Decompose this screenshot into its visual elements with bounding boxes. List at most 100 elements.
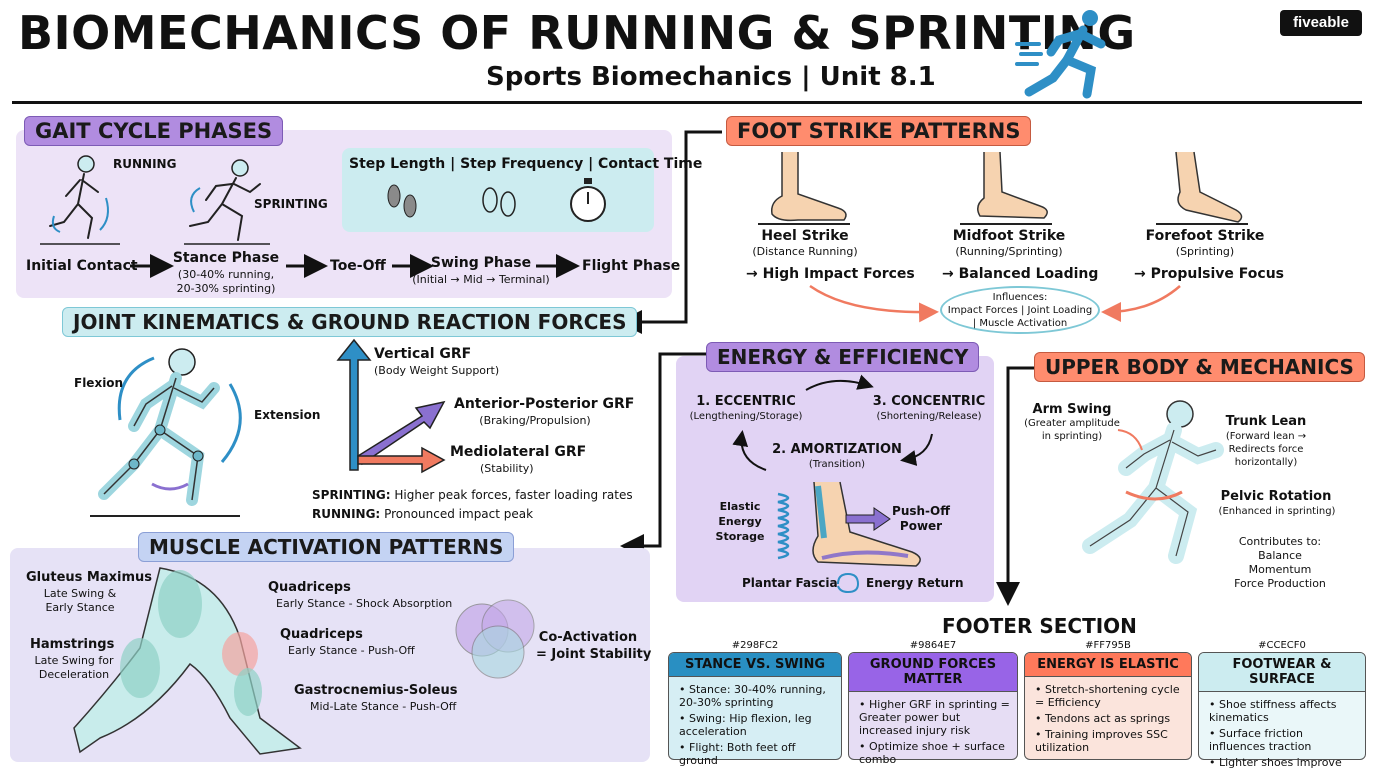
extension-label: Extension — [254, 408, 321, 422]
footer-card-4-hex: #CCECF0 — [1258, 640, 1306, 651]
footer-card-1-title: STANCE VS. SWING — [669, 653, 841, 677]
trunk-lean-label: Trunk Lean — [1225, 414, 1307, 429]
elastic-storage-label-1: Elastic — [719, 500, 761, 513]
running-note: RUNNING: Pronounced impact peak — [312, 507, 533, 521]
sprinting-note-label: SPRINTING: — [312, 488, 391, 502]
ssc-cycle-arrows — [732, 374, 933, 471]
footer-card-1-hex: #298FC2 — [731, 640, 779, 651]
phase-stance-note-2: 20-30% sprinting) — [176, 282, 276, 295]
gastrocnemius-label: Gastrocnemius-Soleus — [294, 683, 458, 698]
contributes-label: Contributes to: — [1238, 535, 1322, 548]
footer-card-3-item: Training improves SSC utilization — [1035, 728, 1185, 754]
phase-swing: Swing Phase — [430, 255, 532, 271]
concentric-sub: (Shortening/Release) — [876, 411, 982, 422]
page-subtitle: Sports Biomechanics | Unit 8.1 — [486, 62, 936, 92]
forefoot-strike-foot-icon — [1156, 151, 1248, 225]
sprinting-note-text: Higher peak forces, faster loading rates — [394, 488, 633, 502]
footer-card-2-item: Higher GRF in sprinting = Greater power … — [859, 698, 1011, 737]
arm-swing-sub-2: in sprinting) — [1041, 431, 1103, 442]
phase-swing-note: (Initial → Mid → Terminal) — [412, 273, 550, 286]
joint-heading: JOINT KINEMATICS & GROUND REACTION FORCE… — [62, 307, 638, 337]
co-activation-venn-icon — [455, 599, 535, 679]
forefoot-strike-name: Forefoot Strike — [1145, 228, 1265, 244]
phase-initial-contact: Initial Contact — [26, 258, 138, 274]
footer-card-4-item: Surface friction influences traction — [1209, 727, 1359, 753]
footer-card-2-title: GROUND FORCES MATTER — [849, 653, 1017, 692]
co-activation-label: Co-Activation — [538, 630, 638, 645]
footer-card-2-item: Optimize shoe + surface combo — [859, 740, 1011, 766]
gastrocnemius-sub: Mid-Late Stance - Push-Off — [310, 700, 457, 713]
gait-heading: GAIT CYCLE PHASES — [24, 116, 284, 146]
sprinter-icon — [1015, 10, 1106, 99]
glute-label: Gluteus Maximus — [26, 570, 153, 585]
elastic-storage-label-3: Storage — [715, 530, 765, 543]
forefoot-strike-effect: → Propulsive Focus — [1134, 266, 1285, 282]
brand-logo: fiveable — [1280, 10, 1362, 36]
footer-card-4-list: Shoe stiffness affects kinematics Surfac… — [1199, 692, 1365, 768]
glute-sub-2: Early Stance — [45, 601, 115, 614]
joint-runner-figure-icon — [90, 348, 242, 517]
influences-title: Influences: — [992, 292, 1048, 303]
grf-vectors — [336, 338, 446, 474]
eccentric-label: 1. ECCENTRIC — [696, 394, 796, 409]
metrics-label: Step Length | Step Frequency | Contact T… — [349, 156, 703, 172]
stopwatch-icon — [570, 178, 606, 222]
contributes-force-production: Force Production — [1234, 577, 1326, 590]
footer-card-4-item: Shoe stiffness affects kinematics — [1209, 698, 1359, 724]
foot-heading: FOOT STRIKE PATTERNS — [726, 116, 1032, 146]
pelvic-rotation-sub: (Enhanced in sprinting) — [1218, 506, 1336, 517]
elastic-storage-label-2: Energy — [718, 515, 762, 528]
influences-ellipse — [940, 286, 1100, 334]
glute-sub-1: Late Swing & — [43, 587, 117, 600]
heel-strike-foot-icon — [758, 152, 850, 225]
arm-swing-label: Arm Swing — [1032, 402, 1112, 417]
concentric-label: 3. CONCENTRIC — [872, 394, 986, 409]
footer-card-1-list: Stance: 30-40% running, 20-30% sprinting… — [669, 677, 841, 767]
amortization-sub: (Transition) — [808, 459, 866, 470]
footer-card-1-item: Flight: Both feet off ground — [679, 741, 835, 767]
phase-stance-note: (30-40% running, — [177, 268, 275, 281]
footer-card-stance-swing: STANCE VS. SWING Stance: 30-40% running,… — [668, 652, 842, 767]
footer-card-3-title: ENERGY IS ELASTIC — [1025, 653, 1191, 677]
footer-card-3-hex: #FF795B — [1085, 640, 1131, 651]
heel-strike-name: Heel Strike — [761, 228, 849, 244]
sprinting-label: SPRINTING — [254, 197, 328, 211]
footer-card-footwear-surface: FOOTWEAR & SURFACE Shoe stiffness affect… — [1198, 652, 1366, 768]
footer-card-3-list: Stretch-shortening cycle = Efficiency Te… — [1025, 677, 1191, 754]
quadriceps-2-sub: Early Stance - Push-Off — [288, 644, 415, 657]
trunk-lean-sub-3: horizontally) — [1234, 457, 1298, 468]
achilles-foot-icon — [812, 481, 921, 567]
footer-card-4-title: FOOTWEAR & SURFACE — [1199, 653, 1365, 692]
forefoot-strike-sub: (Sprinting) — [1175, 245, 1235, 258]
title-divider — [12, 101, 1362, 104]
footer-card-1-item: Stance: 30-40% running, 20-30% sprinting — [679, 683, 835, 709]
hamstrings-sub-2: Deceleration — [38, 668, 110, 681]
pelvic-rotation-label: Pelvic Rotation — [1220, 489, 1332, 504]
phase-flight: Flight Phase — [582, 258, 681, 274]
footer-card-energy-elastic: ENERGY IS ELASTIC Stretch-shortening cyc… — [1024, 652, 1192, 760]
midfoot-strike-name: Midfoot Strike — [952, 228, 1066, 244]
ml-grf-label: Mediolateral GRF — [450, 444, 587, 460]
footer-card-3-item: Stretch-shortening cycle = Efficiency — [1035, 683, 1185, 709]
midfoot-strike-sub: (Running/Sprinting) — [955, 245, 1063, 258]
trunk-lean-sub-1: (Forward lean → — [1225, 431, 1307, 442]
leg-muscles-figure-icon — [73, 567, 302, 755]
footer-card-1-item: Swing: Hip flexion, leg acceleration — [679, 712, 835, 738]
running-note-text: Pronounced impact peak — [384, 507, 534, 521]
ml-grf-sub: (Stability) — [480, 462, 534, 475]
ap-grf-sub: (Braking/Propulsion) — [479, 414, 591, 427]
energy-heading: ENERGY & EFFICIENCY — [706, 342, 980, 372]
energy-return-label: Energy Return — [866, 576, 964, 590]
influences-line-1: Impact Forces | Joint Loading — [947, 305, 1093, 316]
midfoot-strike-foot-icon — [960, 151, 1052, 225]
vertical-grf-sub: (Body Weight Support) — [374, 364, 500, 377]
plantar-fascia-label: Plantar Fascia — [742, 576, 838, 590]
influences-line-2: | Muscle Activation — [972, 318, 1068, 329]
flexion-label: Flexion — [74, 376, 124, 390]
ap-grf-label: Anterior-Posterior GRF — [454, 396, 635, 412]
push-off-arrow-icon — [845, 507, 891, 531]
heel-strike-sub: (Distance Running) — [752, 245, 858, 258]
footprints-icon — [387, 184, 417, 218]
co-activation-sub: = Joint Stability — [536, 647, 652, 662]
